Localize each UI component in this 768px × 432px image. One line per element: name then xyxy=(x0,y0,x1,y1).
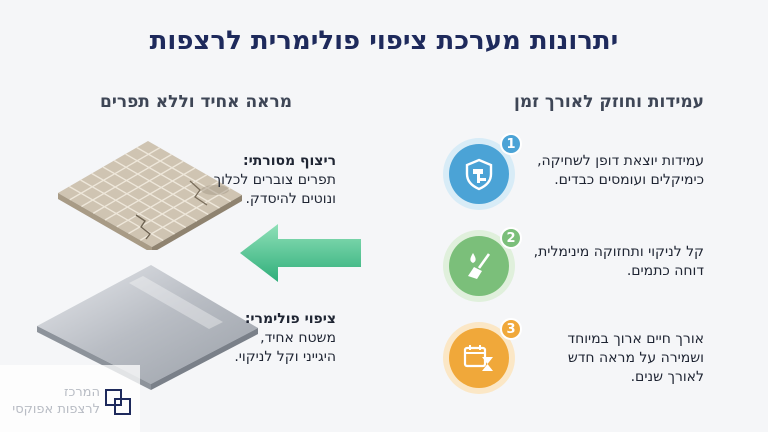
traditional-line-2: ונוטים להיסדק. xyxy=(245,191,336,207)
watermark-text: המרכז לרצפות אפוקסי xyxy=(10,384,100,418)
benefit-2-line-1: קל לניקוי ותחזוקה מינימלית, xyxy=(533,244,704,260)
benefit-3-text: אורך חיים ארוך במיוחד ושמירה על מראה חדש… xyxy=(494,330,704,387)
benefit-3-line-1: אורך חיים ארוך במיוחד xyxy=(567,331,704,347)
benefit-3-number-badge: 3 xyxy=(500,318,522,340)
benefit-2-line-2: דוחה כתמים. xyxy=(626,263,704,279)
traditional-tile-floor-illustration xyxy=(58,141,242,250)
page-title: יתרונות מערכת ציפוי פולימרית לרצפות xyxy=(149,26,619,56)
appearance-heading: מראה אחיד וללא תפרים xyxy=(100,92,293,112)
benefit-1-line-2: כימיקלים ועומסים כבדים. xyxy=(554,172,704,188)
green-arrow-icon xyxy=(240,224,361,282)
shield-hammer-icon xyxy=(465,158,493,191)
benefit-1-number-badge: 1 xyxy=(500,133,522,155)
durability-heading: עמידות וחוזק לאורך זמן xyxy=(514,92,704,112)
traditional-label: ריצוף מסורתי: xyxy=(243,153,336,169)
watermark-logo-icon xyxy=(105,389,131,415)
benefit-2-number-badge: 2 xyxy=(500,227,522,249)
benefit-1-text: עמידות יוצאת דופן לשחיקה, כימיקלים ועומס… xyxy=(494,152,704,190)
watermark-line-1: המרכז xyxy=(63,385,100,400)
traditional-line-1: תפרים צוברים לכלוך xyxy=(213,172,336,188)
polymer-line-1: משטח אחיד, xyxy=(260,330,336,346)
benefit-3-line-3: לאורך שנים. xyxy=(630,369,704,385)
benefit-2-text: קל לניקוי ותחזוקה מינימלית, דוחה כתמים. xyxy=(494,243,704,281)
broom-drop-icon xyxy=(468,253,491,279)
polymer-coating-description: ציפוי פולימרי: משטח אחיד, היגייני וקל לנ… xyxy=(116,310,336,367)
benefit-1-line-1: עמידות יוצאת דופן לשחיקה, xyxy=(537,153,704,169)
polymer-label: ציפוי פולימרי: xyxy=(244,311,336,327)
benefit-3-line-2: ושמירה על מראה חדש xyxy=(567,350,704,366)
polymer-line-2: היגייני וקל לניקוי. xyxy=(234,349,336,365)
calendar-hourglass-icon xyxy=(463,345,493,371)
traditional-flooring-description: ריצוף מסורתי: תפרים צוברים לכלוך ונוטים … xyxy=(116,152,336,209)
watermark-line-2: לרצפות אפוקסי xyxy=(12,402,100,417)
